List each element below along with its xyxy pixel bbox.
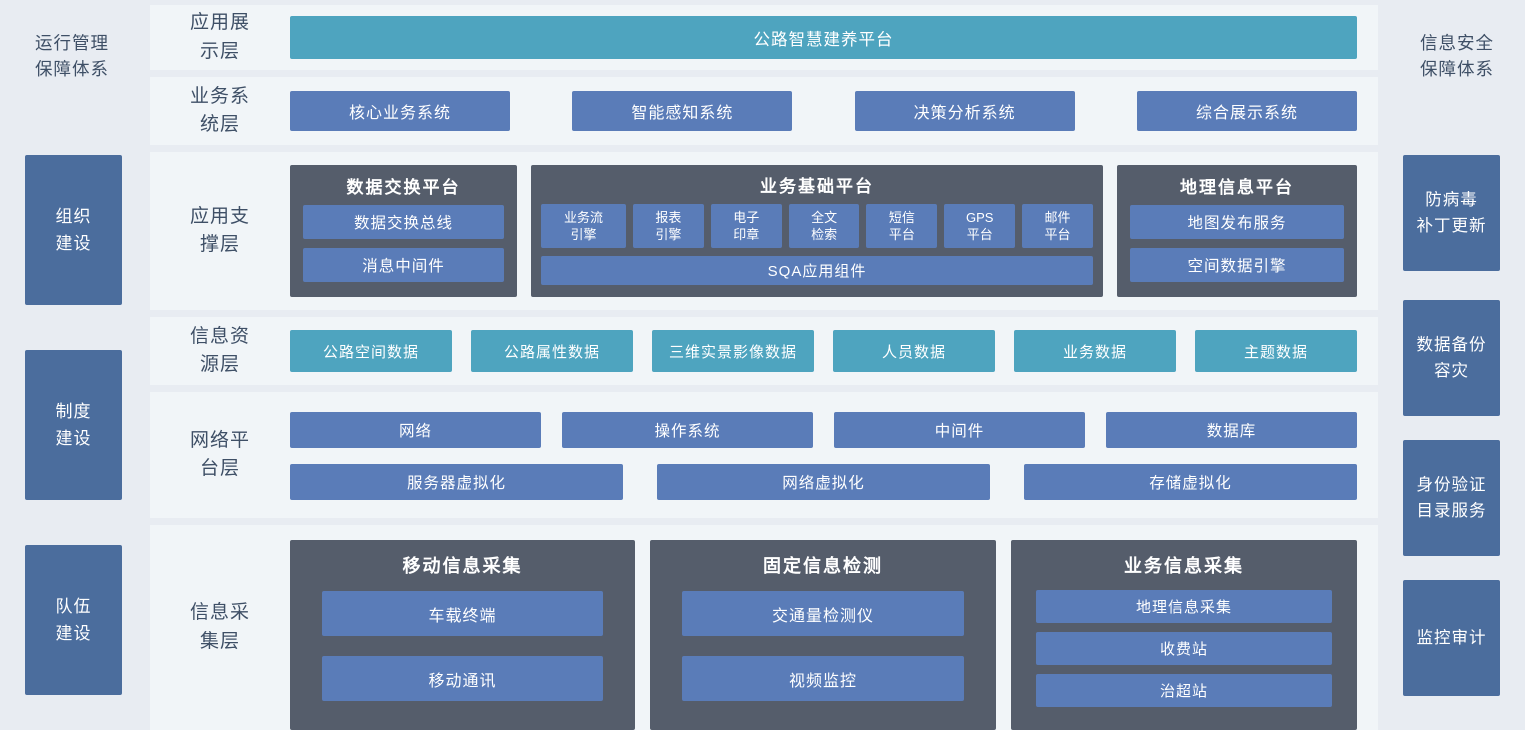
box-fulltext-search: 全文 检索 [788, 204, 860, 249]
right-system-title: 信息安全 保障体系 [1420, 33, 1494, 80]
layer-business-systems: 业务系 统层 核心业务系统 智能感知系统 决策分析系统 综合展示系统 [150, 77, 1378, 145]
box-traffic-volume-detector: 交通量检测仪 [682, 591, 964, 636]
box-storage-virtualization: 存储虚拟化 [1024, 464, 1357, 500]
layer-business-label: 业务系 统层 [189, 85, 250, 136]
layer-info-resource: 信息资 源层 公路空间数据 公路属性数据 三维实景影像数据 人员数据 业务数据 … [150, 317, 1378, 385]
platform-banner: 公路智慧建养平台 [290, 16, 1357, 59]
panel-business-collection-title: 业务信息采集 [1124, 556, 1244, 576]
box-theme-data: 主题数据 [1195, 330, 1357, 372]
panel-mobile-body: 车载终端 移动通讯 [290, 590, 635, 701]
right-item-backup-disaster: 数据备份 容灾 [1403, 300, 1500, 416]
network-row-1: 网络 操作系统 中间件 数据库 [290, 412, 1357, 448]
network-row-2: 服务器虚拟化 网络虚拟化 存储虚拟化 [290, 464, 1357, 500]
left-pillar-team: 队伍 建设 [25, 545, 122, 695]
layer-display: 应用展 示层 公路智慧建养平台 [150, 5, 1378, 70]
layer-business-content: 核心业务系统 智能感知系统 决策分析系统 综合展示系统 [290, 77, 1357, 145]
layer-network-content: 网络 操作系统 中间件 数据库 服务器虚拟化 网络虚拟化 存储虚拟化 [290, 392, 1357, 518]
box-operating-system: 操作系统 [562, 412, 813, 448]
system-box-decision-analysis: 决策分析系统 [854, 91, 1075, 131]
right-item-monitor-audit: 监控审计 [1403, 580, 1500, 696]
panel-business-base-title: 业务基础平台 [760, 177, 874, 197]
box-database: 数据库 [1106, 412, 1357, 448]
box-middleware: 中间件 [834, 412, 1085, 448]
layer-collection-label: 信息采 集层 [189, 602, 250, 652]
box-network-virtualization: 网络虚拟化 [657, 464, 990, 500]
panel-gis-title: 地理信息平台 [1180, 177, 1294, 197]
panel-fixed-detection: 固定信息检测 交通量检测仪 视频监控 [650, 540, 996, 730]
panel-business-collection: 业务信息采集 地理信息采集 收费站 治超站 [1011, 540, 1357, 730]
layer-resource-label: 信息资 源层 [189, 325, 250, 376]
layer-collection-content: 移动信息采集 车载终端 移动通讯 固定信息检测 交通量检测仪 视频监控 业务信息… [290, 525, 1357, 730]
panel-business-base: 业务基础平台 业务流 引擎 报表 引擎 电子 印章 全文 检索 短信 平台 GP… [531, 165, 1103, 297]
panel-data-exchange-body: 数据交换总线 消息中间件 [290, 205, 517, 282]
left-system-title: 运行管理 保障体系 [35, 33, 109, 80]
right-item-antivirus-patch: 防病毒 补丁更新 [1403, 155, 1500, 271]
layer-display-content: 公路智慧建养平台 [290, 5, 1357, 70]
panel-gis-body: 地图发布服务 空间数据引擎 [1117, 205, 1357, 282]
panel-business-collection-body: 地理信息采集 收费站 治超站 [1011, 590, 1357, 707]
box-video-surveillance: 视频监控 [682, 656, 964, 701]
box-network: 网络 [290, 412, 541, 448]
layer-app-support: 应用支 撑层 数据交换平台 数据交换总线 消息中间件 业务基础平台 业务流 引擎… [150, 152, 1378, 310]
box-gps-platform: GPS 平台 [944, 204, 1016, 249]
box-spatial-data-engine: 空间数据引擎 [1130, 248, 1344, 282]
system-box-core-business: 核心业务系统 [290, 91, 510, 131]
left-pillar-institution: 制度 建设 [25, 350, 122, 500]
box-map-publish-service: 地图发布服务 [1130, 205, 1344, 239]
right-item-identity-directory: 身份验证 目录服务 [1403, 440, 1500, 556]
layer-network-platform: 网络平 台层 网络 操作系统 中间件 数据库 服务器虚拟化 网络虚拟化 存储虚拟… [150, 392, 1378, 518]
box-mobile-communication: 移动通讯 [322, 656, 603, 701]
layer-display-label: 应用展 示层 [189, 12, 250, 62]
box-overload-station: 治超站 [1036, 674, 1332, 707]
panel-mobile-collection: 移动信息采集 车载终端 移动通讯 [290, 540, 635, 730]
layer-info-collection: 信息采 集层 移动信息采集 车载终端 移动通讯 固定信息检测 交通量检测仪 视频… [150, 525, 1378, 730]
system-box-smart-sensing: 智能感知系统 [572, 91, 793, 131]
box-business-data: 业务数据 [1014, 330, 1176, 372]
system-box-comprehensive-display: 综合展示系统 [1136, 91, 1357, 131]
panel-data-exchange: 数据交换平台 数据交换总线 消息中间件 [290, 165, 517, 297]
box-workflow-engine: 业务流 引擎 [541, 204, 626, 249]
box-report-engine: 报表 引擎 [633, 204, 704, 249]
box-highway-attribute-data: 公路属性数据 [471, 330, 633, 372]
box-highway-spatial-data: 公路空间数据 [290, 330, 452, 372]
panel-mobile-title: 移动信息采集 [402, 556, 523, 576]
layer-network-label: 网络平 台层 [189, 429, 250, 480]
box-vehicle-terminal: 车载终端 [322, 591, 603, 636]
panel-business-base-engines: 业务流 引擎 报表 引擎 电子 印章 全文 检索 短信 平台 GPS 平台 邮件… [531, 204, 1103, 249]
box-sqa-components: SQA应用组件 [541, 256, 1093, 285]
box-personnel-data: 人员数据 [833, 330, 995, 372]
layer-support-label: 应用支 撑层 [189, 205, 250, 256]
panel-gis: 地理信息平台 地图发布服务 空间数据引擎 [1117, 165, 1357, 297]
box-toll-station: 收费站 [1036, 632, 1332, 665]
left-pillar-organization: 组织 建设 [25, 155, 122, 305]
layer-resource-content: 公路空间数据 公路属性数据 三维实景影像数据 人员数据 业务数据 主题数据 [290, 317, 1357, 385]
box-gis-collection: 地理信息采集 [1036, 590, 1332, 623]
panel-fixed-body: 交通量检测仪 视频监控 [650, 590, 996, 701]
box-3d-imagery-data: 三维实景影像数据 [652, 330, 814, 372]
box-server-virtualization: 服务器虚拟化 [290, 464, 623, 500]
layer-support-content: 数据交换平台 数据交换总线 消息中间件 业务基础平台 业务流 引擎 报表 引擎 … [290, 152, 1357, 310]
box-message-middleware: 消息中间件 [303, 248, 504, 282]
box-mail-platform: 邮件 平台 [1022, 204, 1093, 249]
panel-fixed-title: 固定信息检测 [763, 556, 883, 576]
box-data-exchange-bus: 数据交换总线 [303, 205, 504, 239]
box-sms-platform: 短信 平台 [866, 204, 938, 249]
panel-data-exchange-title: 数据交换平台 [346, 177, 461, 197]
box-electronic-seal: 电子 印章 [710, 204, 782, 249]
